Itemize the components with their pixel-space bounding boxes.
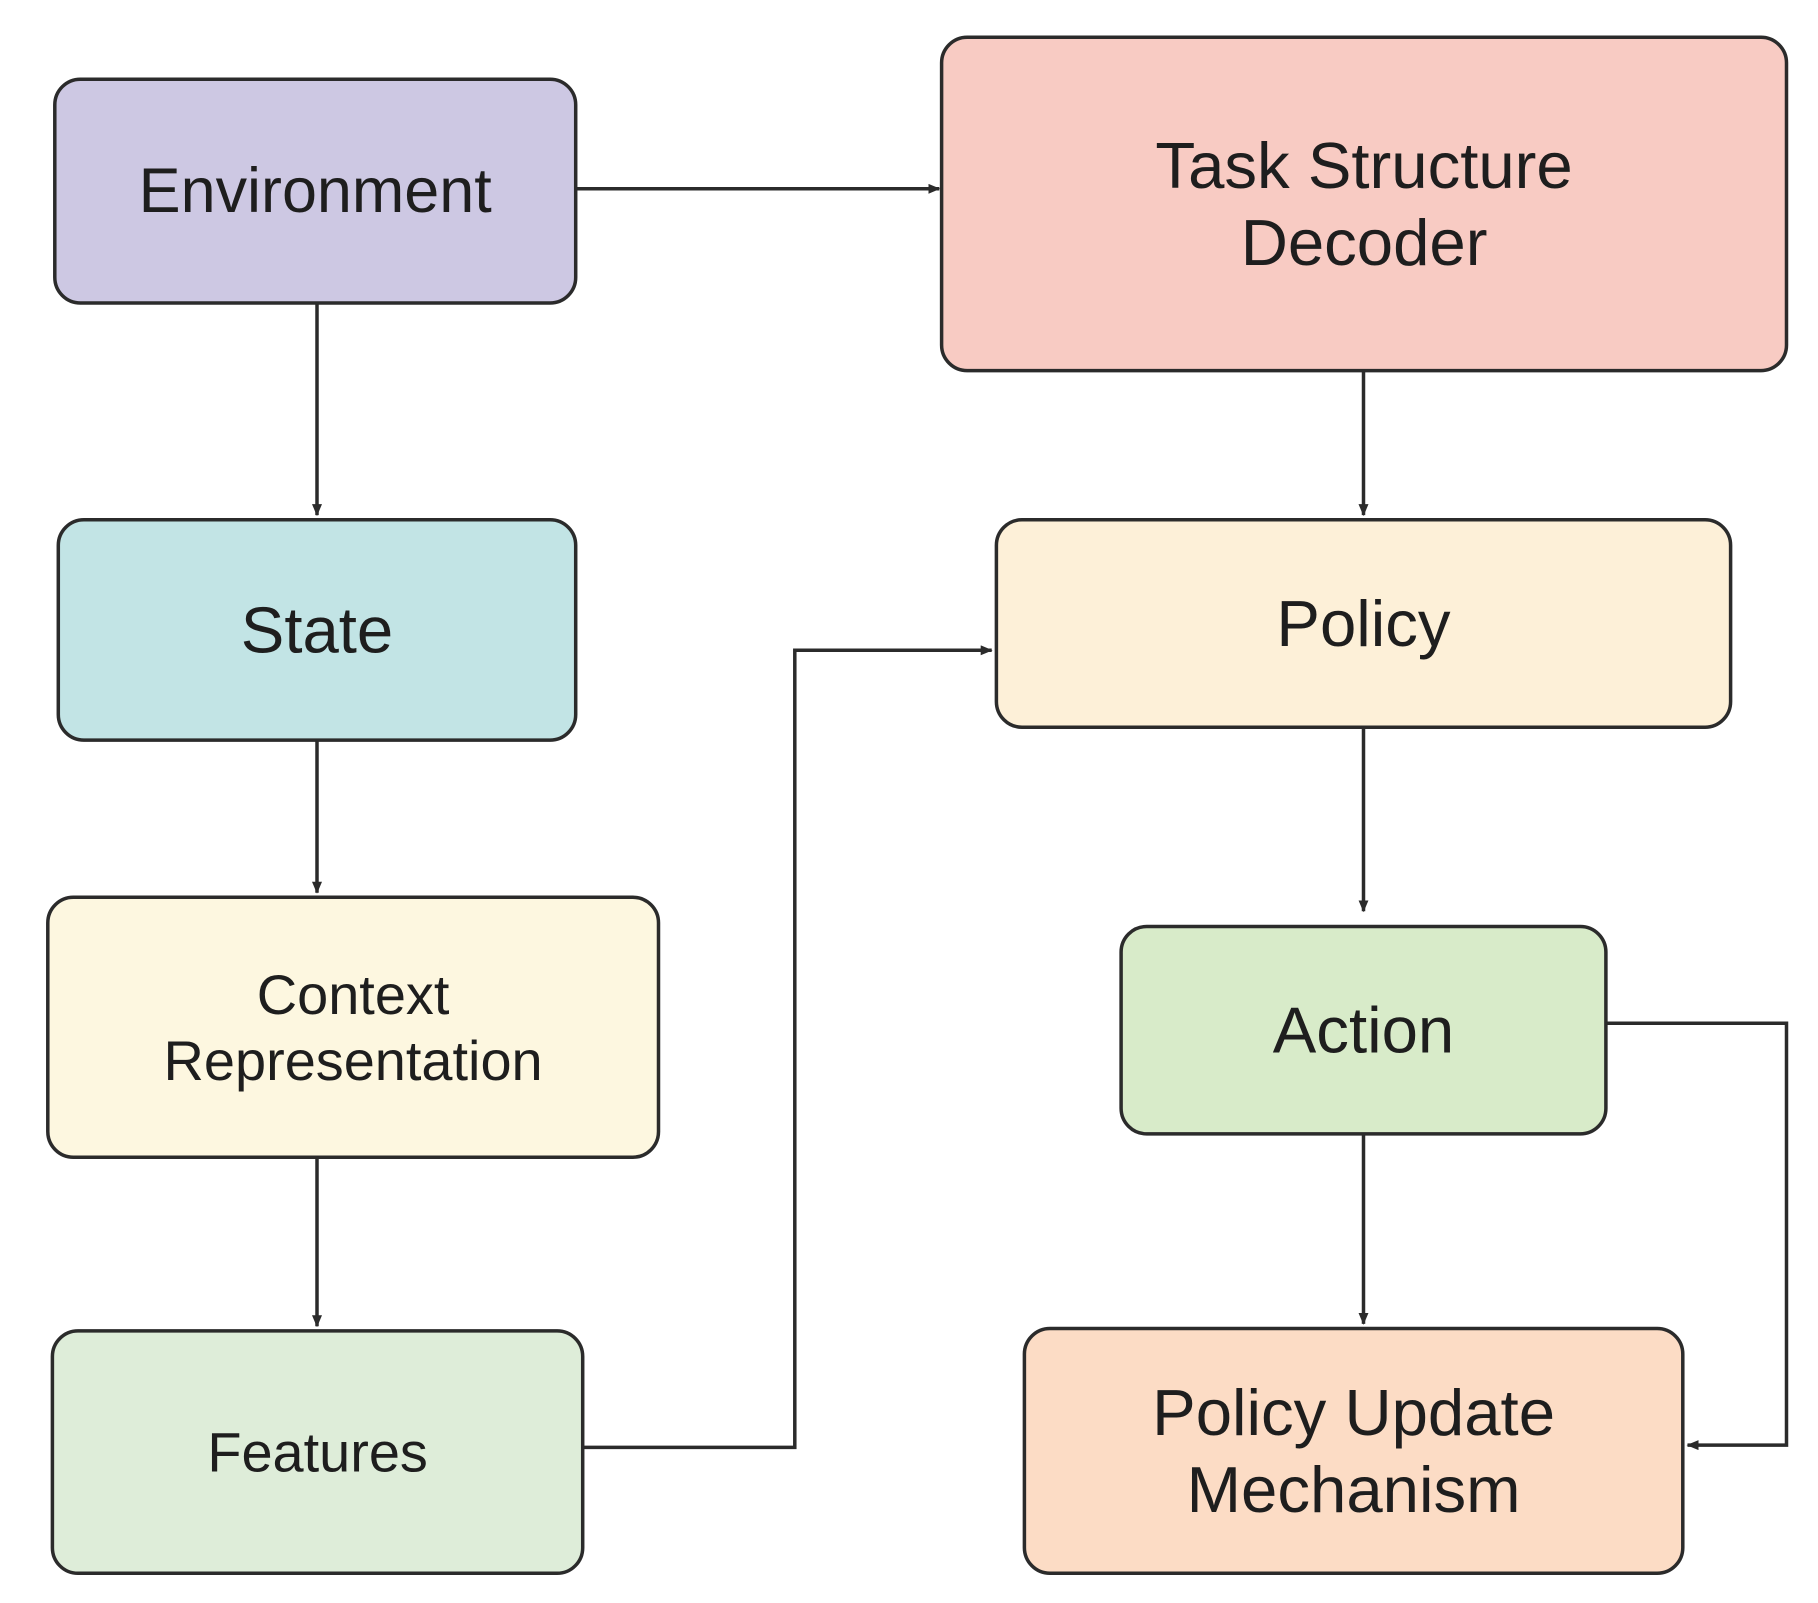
node-box-action: [1119, 924, 1608, 1136]
node-label-context-representation-line-2: Representation: [164, 1029, 543, 1092]
node-label-policy-update-mechanism-line-2: Mechanism: [1187, 1453, 1521, 1526]
node-box-policy: [994, 518, 1733, 729]
node-state: State: [56, 518, 578, 742]
node-box-environment: [53, 77, 578, 305]
node-environment: Environment: [53, 77, 578, 305]
node-label-context-representation-line-1: Context: [257, 963, 450, 1026]
edges-layer: [312, 183, 1789, 1451]
node-policy: Policy: [994, 518, 1733, 729]
node-label-task-structure-decoder-line-1: Task Structure: [1155, 129, 1572, 202]
node-box-state: [56, 518, 578, 742]
node-box-features: [50, 1329, 585, 1576]
node-label-state-line-1: State: [241, 593, 393, 666]
node-label-environment-line-1: Environment: [139, 156, 493, 226]
node-features: Features: [50, 1329, 585, 1576]
arrow-features-to-policy: [582, 645, 993, 1450]
node-label-task-structure-decoder-line-2: Decoder: [1241, 206, 1488, 279]
node-action: Action: [1119, 924, 1608, 1136]
node-label-action-line-1: Action: [1273, 994, 1454, 1067]
node-label-policy-line-1: Policy: [1276, 587, 1451, 660]
node-label-features-line-1: Features: [207, 1421, 428, 1484]
node-label-policy-update-mechanism-line-1: Policy Update: [1152, 1376, 1555, 1449]
node-box-task-structure-decoder: [939, 35, 1789, 373]
node-box-context-representation: [46, 895, 661, 1159]
arrow-action-to-policy-update-mechanism: [1605, 1021, 1789, 1451]
node-box-policy-update-mechanism: [1022, 1326, 1685, 1575]
